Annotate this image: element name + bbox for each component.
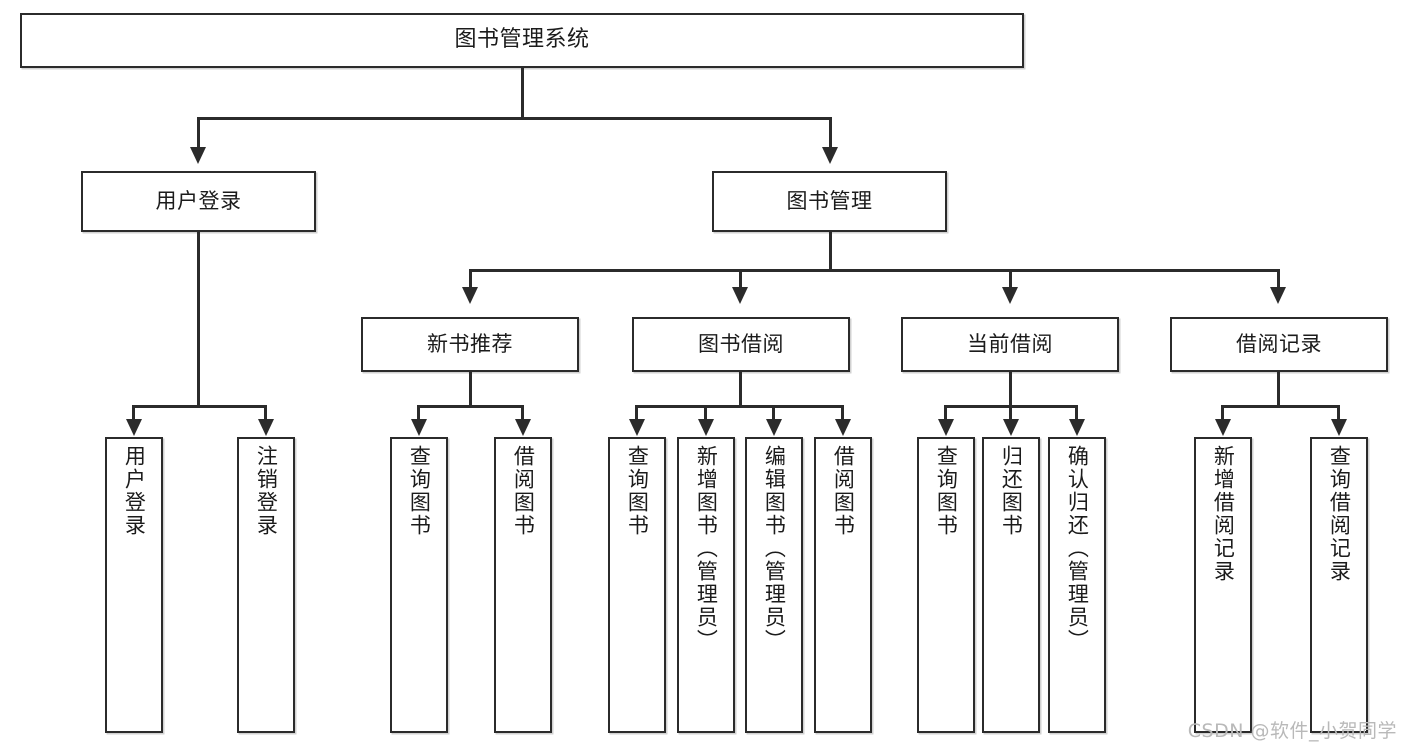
node-label: 编辑图书（管理员） [762,445,787,652]
arrowhead-br-1 [1215,419,1231,436]
arrowhead-cb-2 [1003,419,1019,436]
connector-borrow-record-bus [1221,405,1340,408]
connector-drop-bb-1 [635,405,638,421]
connector-new-book-bus [417,405,524,408]
arrowhead-br-2 [1331,419,1347,436]
connector-new-book-stem [469,372,472,406]
leaf-user-login-login[interactable]: 用户登录 [105,437,163,733]
node-label: 确认归还（管理员） [1065,445,1090,652]
node-root-system[interactable]: 图书管理系统 [20,13,1024,68]
connector-drop-nb-2 [521,405,524,421]
connector-drop-book-borrow [739,269,742,289]
connector-drop-bb-3 [772,405,775,421]
node-label: 归还图书 [999,445,1024,537]
node-label: 查询图书 [407,445,432,537]
node-new-book-recommend[interactable]: 新书推荐 [361,317,579,372]
connector-drop-br-2 [1337,405,1340,421]
arrowhead-book-mgmt [822,147,838,164]
connector-drop-user-login-2 [264,405,267,421]
arrowhead-book-borrow [732,287,748,304]
node-label: 图书借阅 [698,331,784,356]
connector-drop-user-login-1 [132,405,135,421]
node-label: 借阅记录 [1236,331,1322,356]
arrowhead-bb-3 [766,419,782,436]
connector-drop-br-1 [1221,405,1224,421]
node-label: 借阅图书 [831,445,856,537]
node-label: 用户登录 [155,188,242,213]
connector-drop-bb-2 [704,405,707,421]
leaf-current-borrow-confirm[interactable]: 确认归还（管理员） [1048,437,1106,733]
arrowhead-user-login-2 [258,419,274,436]
node-label: 当前借阅 [967,331,1053,356]
arrowhead-bb-4 [835,419,851,436]
leaf-borrow-record-query[interactable]: 查询借阅记录 [1310,437,1368,733]
node-label: 图书管理系统 [454,27,590,53]
leaf-new-book-query[interactable]: 查询图书 [390,437,448,733]
node-user-login[interactable]: 用户登录 [81,171,316,232]
arrowhead-cb-3 [1069,419,1085,436]
connector-level2-bus [197,117,832,120]
leaf-book-borrow-edit[interactable]: 编辑图书（管理员） [745,437,803,733]
arrowhead-user-login [190,147,206,164]
arrowhead-bb-1 [629,419,645,436]
connector-current-borrow-stem [1009,372,1012,406]
node-book-management[interactable]: 图书管理 [712,171,947,232]
connector-drop-bb-4 [841,405,844,421]
node-label: 查询图书 [934,445,959,537]
node-current-borrow[interactable]: 当前借阅 [901,317,1119,372]
connector-drop-cb-2 [1009,405,1012,421]
connector-drop-borrow-record [1277,269,1280,289]
arrowhead-nb-2 [515,419,531,436]
node-label: 新书推荐 [427,331,513,356]
node-label: 新增借阅记录 [1211,445,1236,583]
connector-book-mgmt-stem [829,232,832,270]
arrowhead-user-login-1 [126,419,142,436]
arrowhead-new-book [462,287,478,304]
connector-drop-cb-3 [1075,405,1078,421]
connector-root-stem [521,68,524,118]
node-label: 用户登录 [122,445,147,537]
node-label: 新增图书（管理员） [694,445,719,652]
connector-drop-user-login [197,117,200,149]
connector-user-login-bus [132,405,267,408]
node-label: 查询图书 [625,445,650,537]
node-borrow-record[interactable]: 借阅记录 [1170,317,1388,372]
connector-book-borrow-stem [739,372,742,406]
leaf-user-login-logout[interactable]: 注销登录 [237,437,295,733]
node-book-borrow[interactable]: 图书借阅 [632,317,850,372]
connector-book-borrow-bus [635,405,843,408]
arrowhead-current-borrow [1002,287,1018,304]
connector-borrow-record-stem [1277,372,1280,406]
node-label: 借阅图书 [511,445,536,537]
connector-drop-current-borrow [1009,269,1012,289]
node-label: 注销登录 [254,445,279,537]
arrowhead-bb-2 [698,419,714,436]
node-label: 图书管理 [786,188,873,213]
connector-drop-new-book [469,269,472,289]
leaf-current-borrow-return[interactable]: 归还图书 [982,437,1040,733]
arrowhead-cb-1 [938,419,954,436]
leaf-book-borrow-add[interactable]: 新增图书（管理员） [677,437,735,733]
leaf-new-book-borrow[interactable]: 借阅图书 [494,437,552,733]
connector-drop-cb-1 [944,405,947,421]
leaf-current-borrow-query[interactable]: 查询图书 [917,437,975,733]
arrowhead-borrow-record [1270,287,1286,304]
arrowhead-nb-1 [411,419,427,436]
leaf-borrow-record-add[interactable]: 新增借阅记录 [1194,437,1252,733]
connector-level3-bus [469,269,1280,272]
leaf-book-borrow-query[interactable]: 查询图书 [608,437,666,733]
connector-drop-nb-1 [417,405,420,421]
leaf-book-borrow-borrow[interactable]: 借阅图书 [814,437,872,733]
connector-user-login-stem [197,232,200,406]
connector-drop-book-mgmt [829,117,832,149]
node-label: 查询借阅记录 [1327,445,1352,583]
